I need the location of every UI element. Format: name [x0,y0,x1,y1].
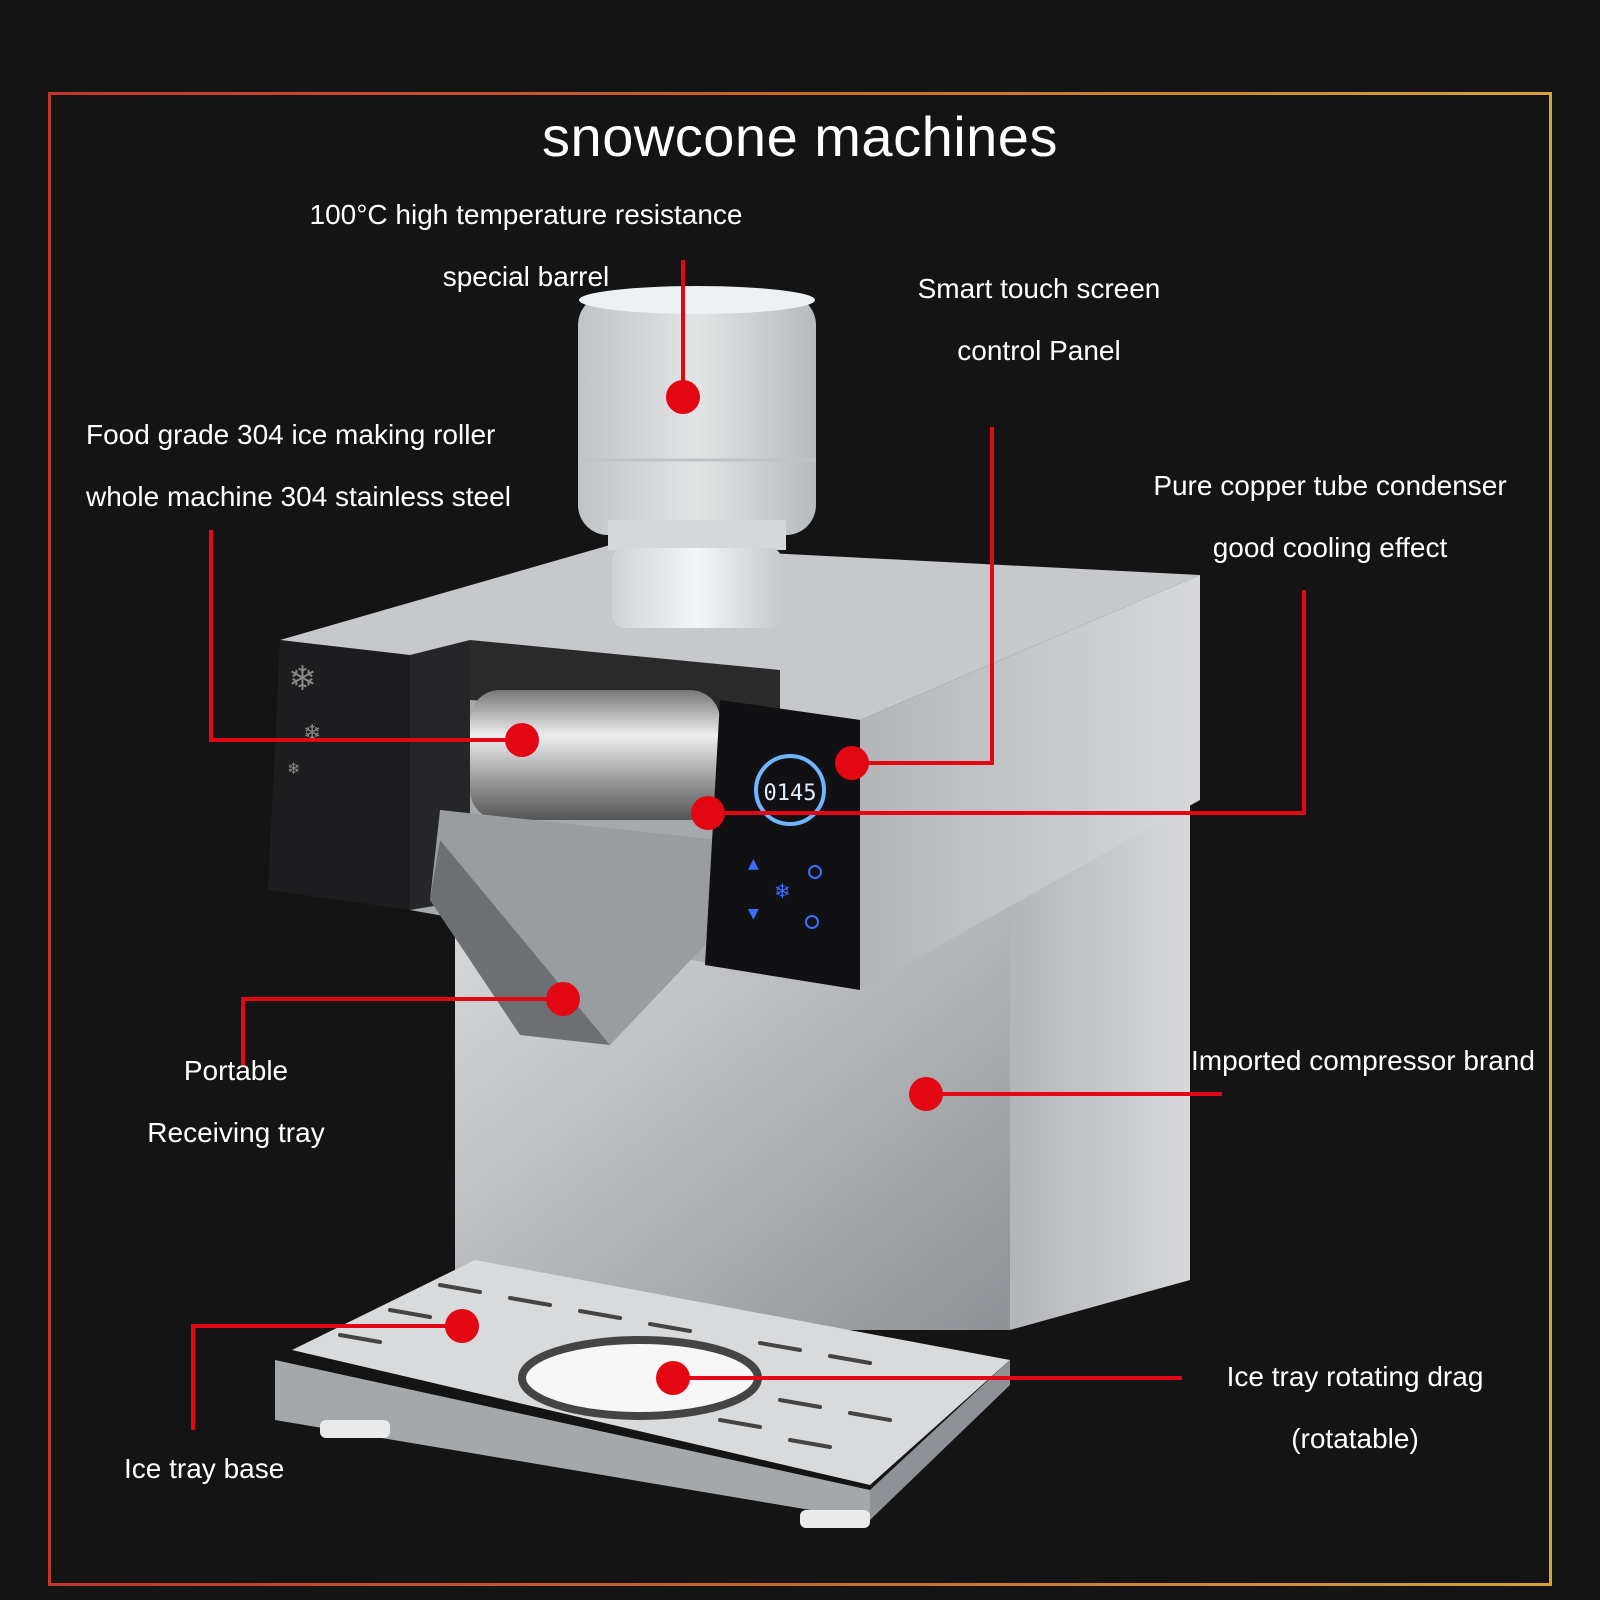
callout-line: Portable [183,1055,289,1086]
callout-line: good cooling effect [1212,532,1448,563]
callout-line: Ice tray rotating drag [1226,1361,1484,1392]
callout-line: (rotatable) [1291,1423,1419,1454]
border-frame [48,92,1552,1586]
callout-receiving-tray: Portable Receiving tray [136,1040,336,1164]
callout-line: special barrel [442,261,610,292]
callout-line: Imported compressor brand [1191,1045,1535,1076]
callout-line: Smart touch screen [917,273,1161,304]
callout-condenser: Pure copper tube condenser good cooling … [1140,455,1520,579]
callout-barrel: 100°C high temperature resistance specia… [300,184,752,308]
callout-touch-screen: Smart touch screen control Panel [905,258,1173,382]
callout-line: Pure copper tube condenser [1153,470,1507,501]
callout-line: control Panel [957,335,1121,366]
callout-tray-drag: Ice tray rotating drag (rotatable) [1210,1346,1500,1470]
page-title: snowcone machines [542,105,1058,168]
callout-line: whole machine 304 stainless steel [86,481,511,512]
callout-roller: Food grade 304 ice making roller whole m… [86,404,511,528]
callout-tray-base: Ice tray base [124,1438,284,1500]
callout-compressor: Imported compressor brand [1191,1030,1535,1092]
callout-line: 100°C high temperature resistance [309,199,743,230]
callout-line: Food grade 304 ice making roller [86,419,496,450]
callout-line: Receiving tray [147,1117,325,1148]
callout-line: Ice tray base [124,1453,285,1484]
